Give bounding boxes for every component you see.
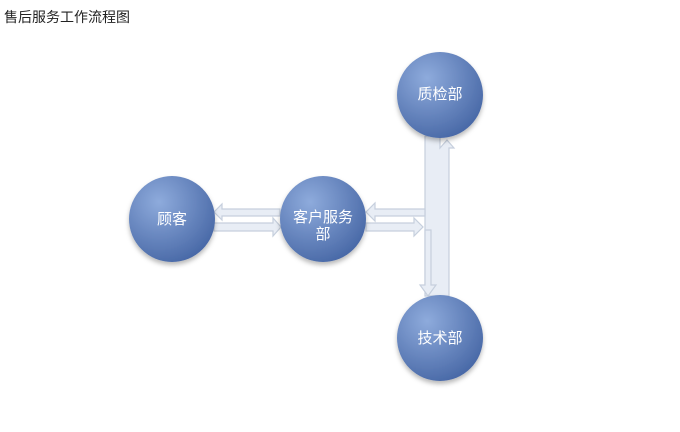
node-label-service: 客户服务部 — [292, 208, 353, 243]
arrow-from-service — [365, 216, 424, 238]
node-label-qc: 质检部 — [417, 85, 463, 103]
node-service — [280, 176, 366, 262]
node-label-customer: 顾客 — [156, 210, 187, 228]
page-title: 售后服务工作流程图 — [4, 10, 130, 26]
node-label-tech: 技术部 — [417, 329, 463, 347]
arrow-to-tech — [418, 229, 438, 298]
node-customer — [129, 176, 215, 262]
arrow-customer-to-service — [213, 216, 282, 238]
node-tech — [397, 295, 483, 381]
arrow-to-service — [365, 201, 426, 223]
arrow-service-to-customer — [213, 202, 281, 222]
node-qc — [397, 52, 483, 138]
